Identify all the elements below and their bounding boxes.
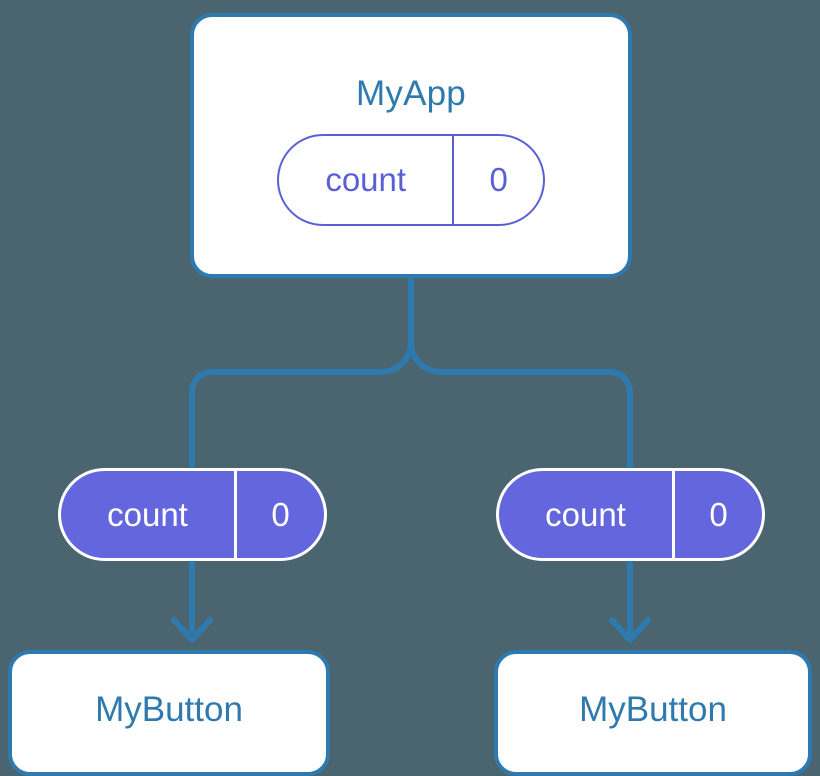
prop-pill-left-value: 0 xyxy=(234,471,324,558)
prop-arrow-left-head xyxy=(171,617,213,643)
state-flow-branch-left xyxy=(189,343,414,468)
prop-pill-left: count 0 xyxy=(58,468,327,561)
prop-pill-right-value: 0 xyxy=(672,471,762,558)
prop-pill-right: count 0 xyxy=(496,468,765,561)
state-pill-myapp: count 0 xyxy=(277,134,545,226)
component-title-myapp: MyApp xyxy=(356,74,466,113)
component-box-mybutton-right: MyButton xyxy=(494,650,812,776)
state-flow-branch-right xyxy=(408,343,633,468)
component-box-mybutton-left: MyButton xyxy=(8,650,330,776)
prop-pill-left-key: count xyxy=(107,495,188,533)
prop-pill-right-key: count xyxy=(545,495,626,533)
component-title-mybutton-left: MyButton xyxy=(95,690,243,729)
prop-arrow-right-head xyxy=(609,617,651,643)
component-title-mybutton-right: MyButton xyxy=(579,690,727,729)
state-pill-myapp-key: count xyxy=(325,161,407,198)
state-pill-myapp-value: 0 xyxy=(452,136,543,224)
